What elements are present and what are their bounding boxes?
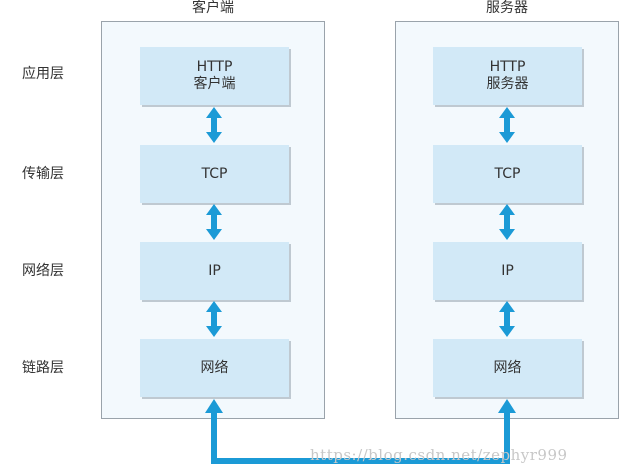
client-http-box: HTTP 客户端 — [140, 47, 289, 105]
client-tcp-label: TCP — [201, 165, 228, 182]
server-network-label: 网络 — [493, 359, 522, 376]
server-link-arrowhead-icon — [498, 399, 516, 413]
server-ip-label: IP — [501, 262, 514, 279]
client-link-arrowhead-icon — [205, 399, 223, 413]
server-arrow-ip-network-icon — [499, 301, 515, 337]
client-column-title: 客户端 — [192, 0, 234, 16]
client-ip-box: IP — [140, 242, 289, 300]
client-tcp-box: TCP — [140, 145, 289, 203]
server-arrow-http-tcp-icon — [499, 107, 515, 143]
layer-label-application: 应用层 — [22, 66, 64, 82]
client-arrow-ip-network-icon — [206, 301, 222, 337]
arrow-group — [206, 107, 515, 337]
watermark-text: https://blog.csdn.net/zephyr999 — [310, 446, 568, 464]
server-arrow-tcp-ip-icon — [499, 204, 515, 240]
server-ip-box: IP — [433, 242, 582, 300]
client-ip-label: IP — [208, 262, 221, 279]
client-arrow-tcp-ip-icon — [206, 204, 222, 240]
server-http-label: HTTP — [489, 59, 526, 75]
layer-label-link: 链路层 — [22, 360, 64, 376]
server-tcp-label: TCP — [494, 165, 521, 182]
client-http-sublabel: 客户端 — [193, 76, 236, 92]
layer-label-network: 网络层 — [22, 263, 64, 279]
server-network-box: 网络 — [433, 339, 582, 397]
server-http-sublabel: 服务器 — [486, 76, 529, 92]
client-network-label: 网络 — [200, 359, 229, 376]
server-tcp-box: TCP — [433, 145, 582, 203]
client-http-label: HTTP — [196, 59, 233, 75]
server-column-title: 服务器 — [486, 0, 528, 16]
layer-label-transport: 传输层 — [22, 166, 64, 182]
client-arrow-http-tcp-icon — [206, 107, 222, 143]
server-http-box: HTTP 服务器 — [433, 47, 582, 105]
network-link-path — [211, 412, 510, 464]
client-network-box: 网络 — [140, 339, 289, 397]
